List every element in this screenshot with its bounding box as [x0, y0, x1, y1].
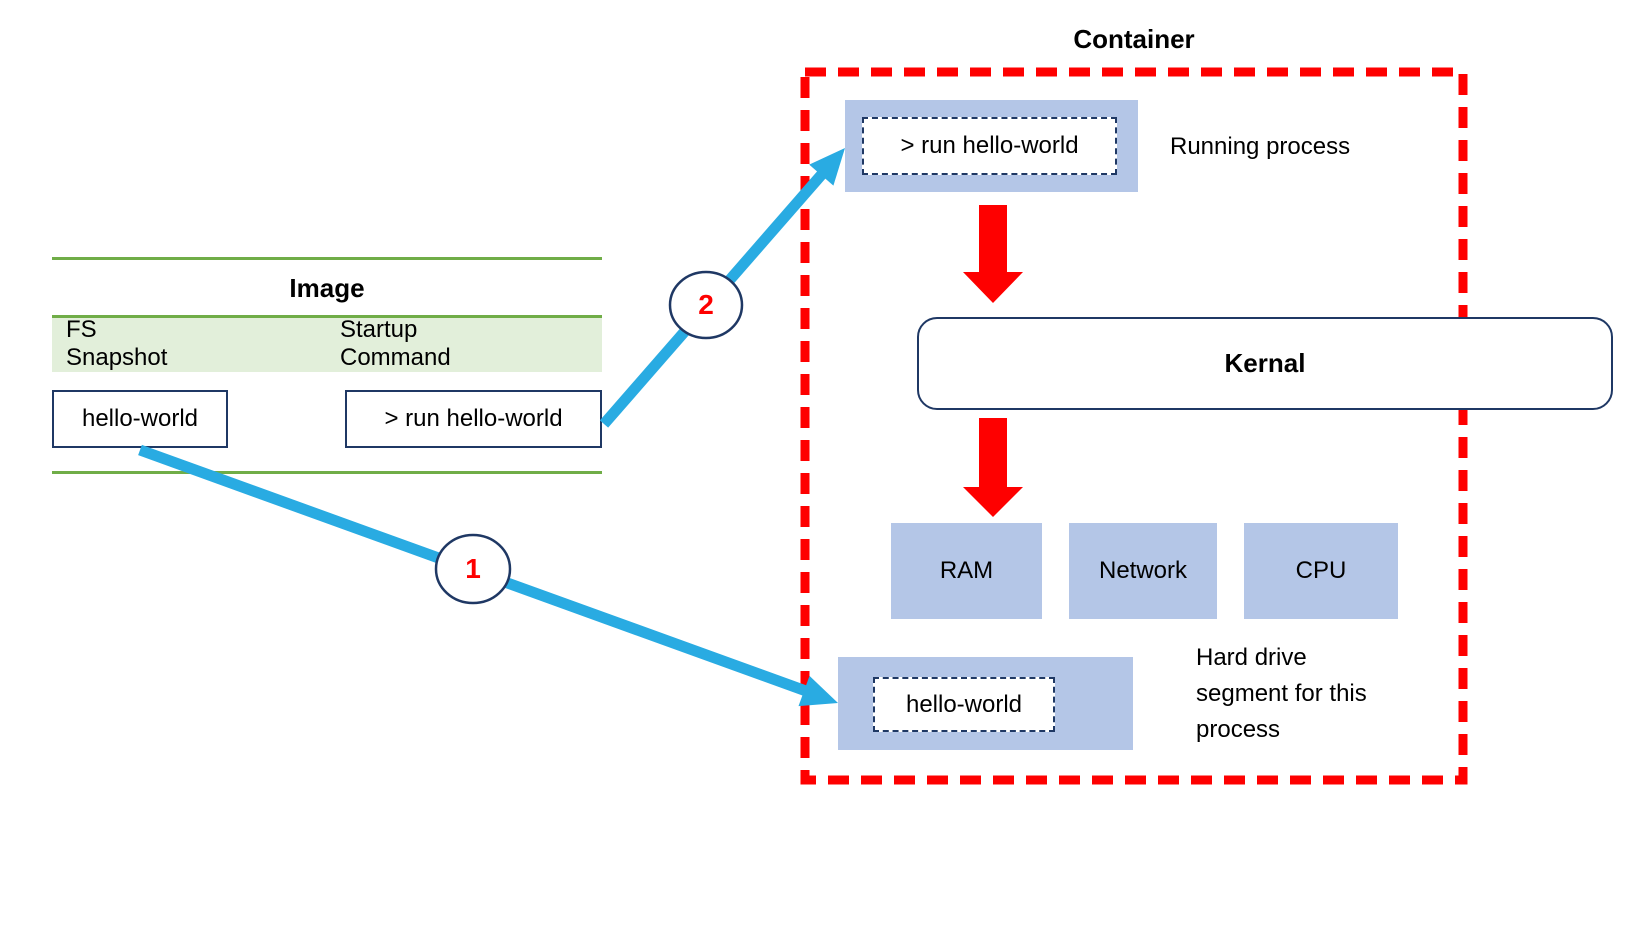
- cpu-box: CPU: [1244, 523, 1398, 619]
- running-process-label: Running process: [1170, 133, 1351, 160]
- column-header-startup-command: Startup Command: [340, 315, 451, 371]
- running-process-box: > run hello-world: [862, 117, 1117, 175]
- table-top-rule: [52, 257, 602, 260]
- table-header-band: [52, 315, 602, 372]
- step-1-badge: 1: [465, 553, 481, 584]
- fs-snapshot-box: hello-world: [52, 390, 228, 448]
- startup-command-box: > run hello-world: [345, 390, 602, 448]
- table-bottom-rule: [52, 471, 602, 474]
- red-arrow-down-icon: [963, 205, 1023, 303]
- container-title: Container: [1073, 23, 1195, 54]
- network-box: Network: [1069, 523, 1217, 619]
- column-header-fs-snapshot: FS Snapshot: [66, 315, 168, 371]
- step-2-badge: 2: [698, 289, 714, 320]
- hard-drive-label: Hard drive segment for this process: [1196, 644, 1367, 743]
- red-arrow-down-icon: [963, 418, 1023, 517]
- image-table-title: Image: [289, 272, 365, 303]
- kernel-box: Kernal: [917, 317, 1613, 410]
- hard-drive-box: hello-world: [873, 677, 1055, 732]
- ram-box: RAM: [891, 523, 1042, 619]
